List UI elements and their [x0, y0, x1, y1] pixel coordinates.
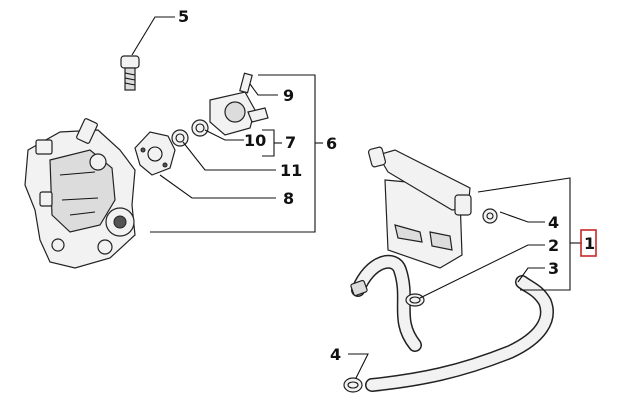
pressure-regulator	[209, 72, 269, 136]
hose-long	[365, 275, 554, 392]
screw-part-5	[120, 55, 140, 91]
injection-pump	[24, 118, 136, 269]
callout-10: 10	[244, 131, 266, 150]
callout-4-lower: 4	[330, 345, 341, 364]
hose-clip-middle	[405, 293, 425, 307]
hose-short	[350, 254, 422, 352]
callout-labels: 5 9 10 7 6 11 8 4 2 1 3 4	[178, 7, 595, 364]
highlight-box	[580, 229, 597, 257]
leader-lines	[131, 16, 582, 379]
filter-bracket	[367, 146, 472, 269]
callout-4-upper: 4	[548, 213, 559, 232]
o-rings	[171, 119, 209, 147]
callout-11: 11	[280, 161, 302, 180]
callout-5: 5	[178, 7, 189, 26]
hose-clip-lower	[343, 377, 363, 393]
gasket-flange	[134, 131, 176, 176]
callout-9: 9	[283, 86, 294, 105]
callout-8: 8	[283, 189, 294, 208]
callout-3: 3	[548, 259, 559, 278]
callout-1: 1	[584, 234, 595, 253]
callout-7: 7	[285, 133, 296, 152]
callout-6: 6	[326, 134, 337, 153]
hose-clip-upper	[482, 208, 498, 224]
callout-2: 2	[548, 236, 559, 255]
